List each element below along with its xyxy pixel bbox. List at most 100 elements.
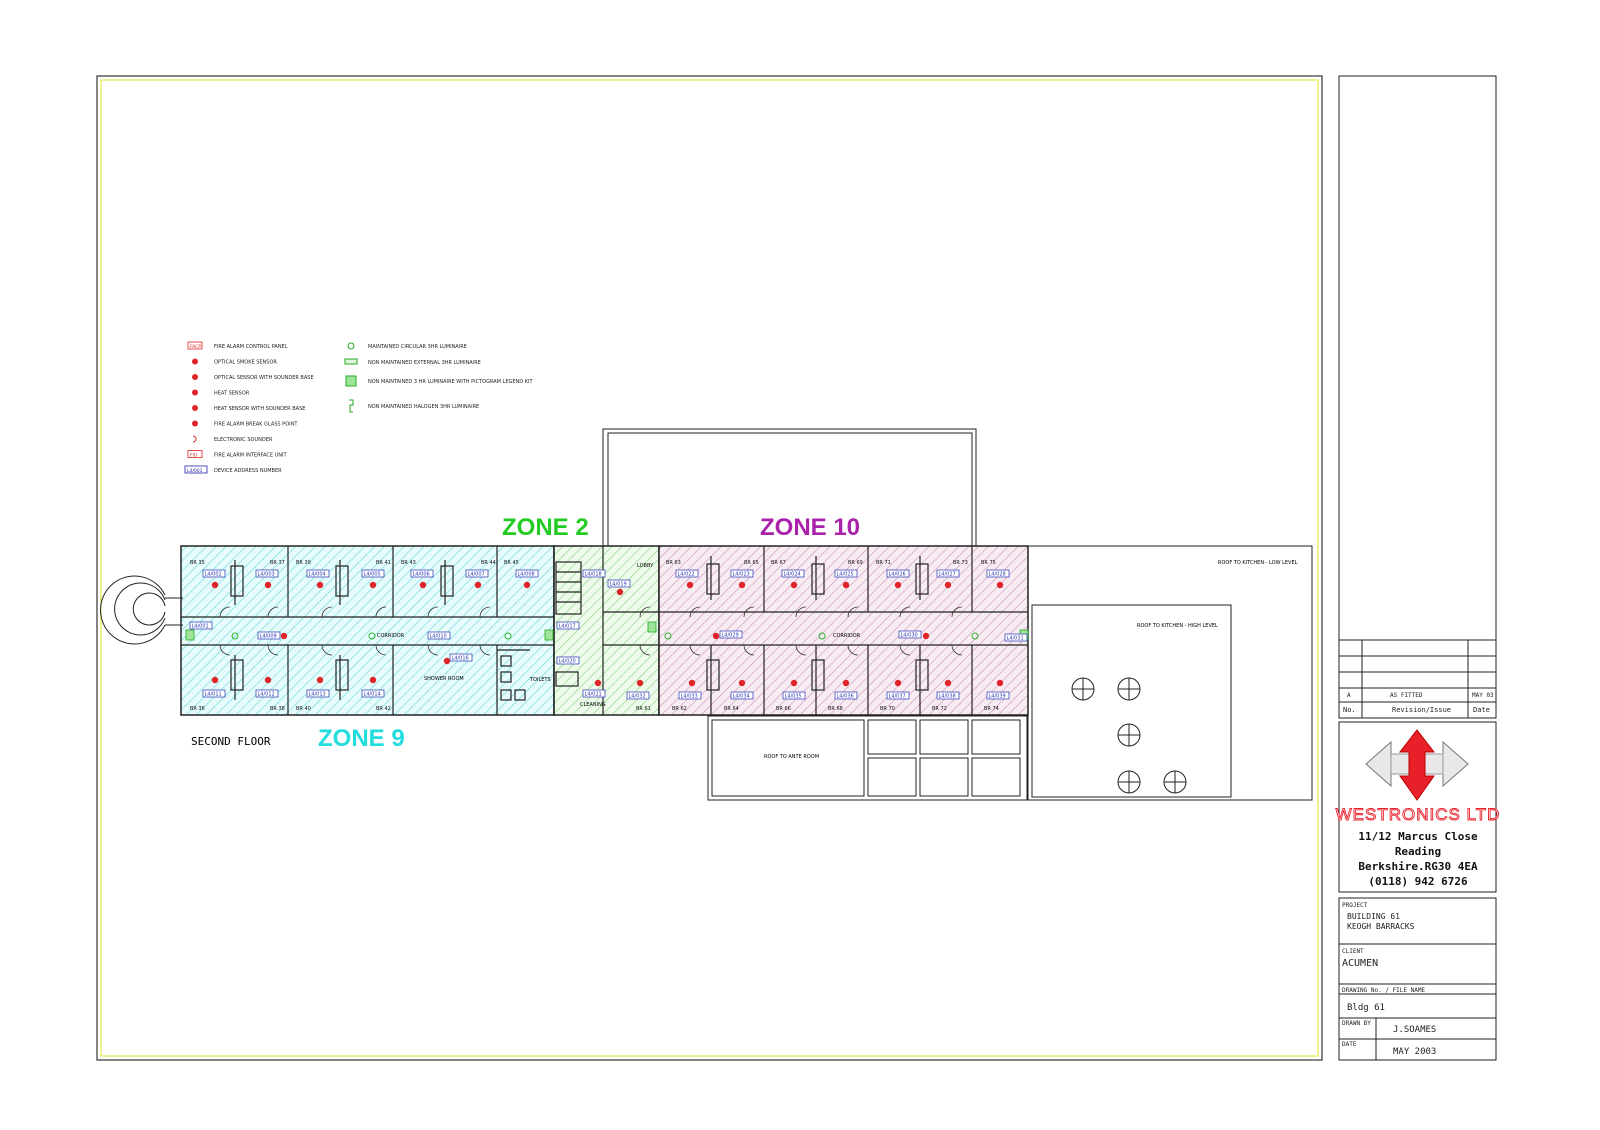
date-label: DATE <box>1342 1041 1357 1048</box>
company-address-1: 11/12 Marcus Close <box>1358 830 1478 843</box>
shower-room-label: SHOWER ROOM <box>424 676 464 682</box>
room-label: BR 72 <box>932 706 947 712</box>
svg-text:L4/027: L4/027 <box>939 572 956 578</box>
device-address-tag: L4/037 <box>886 691 910 700</box>
smoke-sensor-icon <box>211 676 219 684</box>
svg-text:L4/017: L4/017 <box>559 624 576 630</box>
interface-symbol-label: FIU <box>190 453 197 459</box>
smoke-sensor-icon <box>616 588 624 596</box>
device-address-tag: L4/034 <box>730 691 754 700</box>
smoke-sensor-icon <box>264 676 272 684</box>
room-label: BR 61 <box>636 706 651 712</box>
roof-kitchen-high-label: ROOF TO KITCHEN - HIGH LEVEL <box>1137 623 1218 629</box>
smoke-sensor-icon <box>369 676 377 684</box>
smoke-sensor-icon <box>944 581 952 589</box>
device-address-tag: L4/009 <box>257 631 281 640</box>
device-address-tag: L4/033 <box>678 691 702 700</box>
device-address-tag: L4/004 <box>306 569 330 578</box>
device-address-tag: L4/021 <box>582 689 606 698</box>
toilets-label: TOILETS <box>529 677 551 683</box>
smoke-sensor-icon <box>712 632 720 640</box>
lobby-label: LOBBY <box>637 563 654 569</box>
device-address-tag: L4/003 <box>255 569 279 578</box>
door-swing <box>479 606 491 618</box>
svg-text:L4/006: L4/006 <box>413 572 430 578</box>
svg-text:L4/018: L4/018 <box>585 572 602 578</box>
device-address-tag: L4/011 <box>202 689 226 698</box>
device-address-tag: L4/022 <box>675 569 699 578</box>
smoke-sensor-icon <box>264 581 272 589</box>
room-label: BR 73 <box>953 560 968 566</box>
room-label: BR 43 <box>401 560 416 566</box>
smoke-sensor-icon <box>316 581 324 589</box>
room-label: BR 40 <box>296 706 311 712</box>
cleaning-label: CLEANING <box>580 702 606 708</box>
door-swing <box>743 606 755 618</box>
room-label: BR 35 <box>190 560 205 566</box>
door-swing <box>375 606 387 618</box>
smoke-symbol <box>192 358 198 365</box>
legend-item-heat-sounder: HEAT SENSOR WITH SOUNDER BASE <box>192 405 305 412</box>
legend-item-sounder: ELECTRONIC SOUNDER <box>192 435 273 443</box>
external-luminaire-symbol <box>344 358 358 365</box>
svg-text:L4/003: L4/003 <box>258 572 275 578</box>
room-label: BR 42 <box>376 706 391 712</box>
legend-text-halogen: NON MAINTAINED HALOGEN 3HR LUMINAIRE <box>368 404 479 410</box>
legend-item-external: NON MAINTAINED EXTERNAL 3HR LUMINAIRE <box>344 358 481 366</box>
device-address-tag: L4/010 <box>427 631 451 640</box>
device-address-tag: L4/008 <box>515 569 539 578</box>
svg-text:L4/026: L4/026 <box>889 572 906 578</box>
svg-text:L4/037: L4/037 <box>889 694 906 700</box>
device-address-tag: L4/031 <box>1004 633 1028 642</box>
spiral-staircase <box>99 575 183 645</box>
svg-text:L4/028: L4/028 <box>989 572 1006 578</box>
zone-9-label: ZONE 9 <box>318 725 405 752</box>
legend-text-heat-sounder: HEAT SENSOR WITH SOUNDER BASE <box>214 406 305 412</box>
device-address-tag: L4/038 <box>936 691 960 700</box>
device-address-tag: L4/029 <box>719 630 743 639</box>
revision-date: MAY 03 <box>1472 692 1494 699</box>
device-address-tag: L4/018 <box>582 569 606 578</box>
smoke-sensor-icon <box>443 657 451 665</box>
smoke-sensor-icon <box>790 679 798 687</box>
device-address-tag: L4/014 <box>361 689 385 698</box>
pictogram-luminaire-icon <box>647 621 657 633</box>
smoke-sensor-icon <box>842 679 850 687</box>
room-label: BR 37 <box>270 560 285 566</box>
room-label: BR 45 <box>504 560 519 566</box>
door-swing <box>321 644 333 656</box>
door-swing <box>951 644 963 656</box>
svg-text:L4/011: L4/011 <box>205 692 222 698</box>
legend-text-pictogram: NON MAINTAINED 3 HR LUMINAIRE WITH PICTO… <box>368 379 533 385</box>
smoke-sensor-icon <box>944 679 952 687</box>
device-address-tag: L4/001 <box>189 621 213 630</box>
legend-item-pictogram: NON MAINTAINED 3 HR LUMINAIRE WITH PICTO… <box>345 375 533 387</box>
panel-symbol-label: FACP <box>190 344 201 350</box>
legend-item-break-glass: FIRE ALARM BREAK GLASS POINT <box>192 420 298 428</box>
company-address-2: Reading <box>1395 845 1441 858</box>
device-address-tag: L4/016 <box>449 653 473 662</box>
device-address-tag: L4/028 <box>986 569 1010 578</box>
revision-no-header: No. <box>1343 706 1356 714</box>
room-label: BR 71 <box>876 560 891 566</box>
roof-vents <box>1071 677 1187 794</box>
device-address-tag: L4/017 <box>556 621 580 630</box>
legend-text-break-glass: FIRE ALARM BREAK GLASS POINT <box>214 422 298 428</box>
svg-text:L4/036: L4/036 <box>837 694 854 700</box>
legend-item-smoke: OPTICAL SMOKE SENSOR <box>192 358 277 366</box>
legend-text-smoke: OPTICAL SMOKE SENSOR <box>214 360 277 366</box>
floor-label: SECOND FLOOR <box>191 735 271 748</box>
legend-item-halogen: NON MAINTAINED HALOGEN 3HR LUMINAIRE <box>349 399 479 413</box>
circular-luminaire-icon <box>971 632 979 640</box>
smoke-sensor-icon <box>523 581 531 589</box>
pictogram-luminaire-icon <box>185 629 195 641</box>
room-label: BR 63 <box>666 560 681 566</box>
svg-text:L4/024: L4/024 <box>784 572 801 578</box>
device-address-tag: L4/002 <box>202 569 226 578</box>
inner-frame <box>100 79 1319 1057</box>
